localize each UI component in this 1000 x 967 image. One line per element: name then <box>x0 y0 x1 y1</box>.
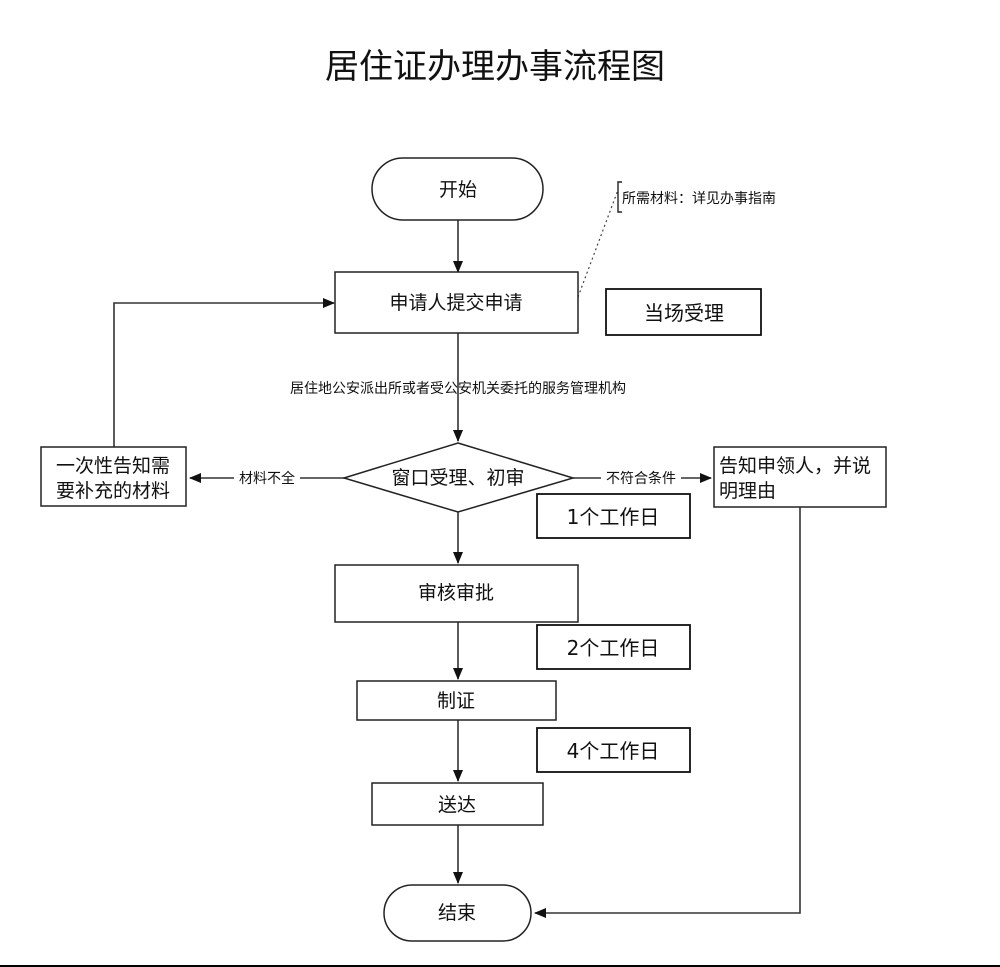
reject-node <box>713 446 887 508</box>
materials-note: 所需材料：详见办事指南 <box>622 191 776 207</box>
end-node <box>383 884 532 942</box>
unqualified-label: 不符合条件 <box>606 470 676 487</box>
deliver-node <box>371 782 544 826</box>
day4-label: 4个工作日 <box>567 739 660 763</box>
approve-node <box>334 564 579 623</box>
note-dotted-connector <box>577 189 619 298</box>
start-label: 开始 <box>439 179 477 201</box>
day1-label: 1个工作日 <box>567 505 660 529</box>
arrow-supplement-to-submit <box>113 298 335 447</box>
review-label: 窗口受理、初审 <box>391 467 524 489</box>
deliver-label: 送达 <box>438 794 476 816</box>
day4-box <box>536 727 691 773</box>
agency-label: 居住地公安派出所或者受公安机关委托的服务管理机构 <box>290 381 626 397</box>
reject-label-line2: 明理由 <box>719 480 776 502</box>
day1-box <box>536 493 691 539</box>
start-node <box>371 157 544 221</box>
make-label: 制证 <box>437 690 475 712</box>
supplement-label-line2: 要补充的材料 <box>56 480 170 502</box>
reject-label-line1: 告知申领人，并说 <box>719 455 871 477</box>
materials-note-bracket <box>617 181 622 213</box>
review-diamond <box>341 442 576 513</box>
arrow-reject-to-end <box>534 507 801 918</box>
submit-label: 申请人提交申请 <box>389 292 522 314</box>
supplement-node <box>40 446 187 507</box>
approve-label: 审核审批 <box>418 582 494 604</box>
diagram-title: 居住证办理办事流程图 <box>325 47 665 87</box>
make-node <box>356 680 557 721</box>
incomplete-label-bg <box>234 468 300 488</box>
day2-box <box>536 624 691 670</box>
unqualified-label-bg <box>601 468 681 488</box>
day2-label: 2个工作日 <box>567 636 660 660</box>
submit-node <box>334 271 579 334</box>
end-label: 结束 <box>438 902 476 924</box>
onsite-acceptance-box <box>605 288 762 336</box>
supplement-label-line1: 一次性告知需 <box>56 455 170 477</box>
onsite-acceptance-label: 当场受理 <box>644 301 724 325</box>
incomplete-label: 材料不全 <box>239 470 295 487</box>
